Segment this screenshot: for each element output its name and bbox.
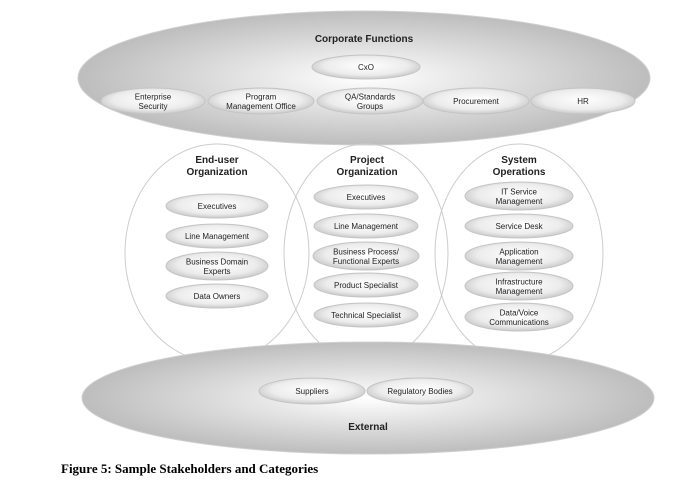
project-pill-4: [313, 272, 419, 298]
system-ops-pill-3: [464, 241, 574, 271]
corporate-functions-title: Corporate Functions: [315, 34, 414, 45]
system-ops-pill-1: [464, 181, 574, 211]
system-ops-title-line-2: Operations: [493, 167, 546, 178]
project-label-3-line-2: Functional Experts: [333, 257, 399, 266]
project-title-line-2: Organization: [336, 167, 397, 178]
corporate-pill-6: [530, 87, 636, 115]
project-pill-1: [313, 184, 419, 210]
system-ops-pill-5: [464, 302, 574, 332]
end-user-pill-4: [165, 283, 269, 309]
corporate-label-5-line-1: Procurement: [453, 97, 500, 106]
corporate-pill-3: [207, 87, 315, 115]
external-label-2-line-1: Regulatory Bodies: [387, 387, 452, 396]
corporate-label-3-line-1: Program: [246, 92, 277, 101]
corporate-label-2-line-2: Security: [139, 102, 168, 111]
end-user-label-1-line-1: Executives: [198, 202, 237, 211]
end-user-label-3-line-1: Business Domain: [186, 257, 248, 266]
project-pill-5: [313, 302, 419, 328]
system-ops-label-3-line-1: Application: [499, 247, 538, 256]
external-title: External: [348, 422, 388, 433]
corporate-label-4-line-1: QA/Standards: [345, 92, 395, 101]
system-ops-label-5-line-1: Data/Voice: [500, 308, 539, 317]
system-ops-pill-2: [464, 213, 574, 239]
corporate-label-6-line-1: HR: [577, 97, 589, 106]
system-ops-label-1-line-2: Management: [496, 197, 543, 206]
end-user-label-2-line-1: Line Management: [185, 232, 250, 241]
end-user-title-line-2: Organization: [186, 167, 247, 178]
system-ops-label-5-line-2: Communications: [489, 318, 549, 327]
corporate-pill-5: [422, 87, 530, 115]
project-pill-2: [313, 213, 419, 239]
external-pill-1: [258, 377, 366, 405]
end-user-title-line-1: End-user: [195, 155, 238, 166]
system-ops-label-4-line-2: Management: [496, 287, 543, 296]
figure-caption: Figure 5: Sample Stakeholders and Catego…: [61, 461, 319, 476]
project-label-1-line-1: Executives: [347, 193, 386, 202]
project-label-3-line-1: Business Process/: [333, 247, 400, 256]
end-user-label-4-line-1: Data Owners: [194, 292, 241, 301]
system-ops-title-line-1: System: [501, 155, 537, 166]
end-user-label-3-line-2: Experts: [203, 267, 230, 276]
system-ops-label-3-line-2: Management: [496, 257, 543, 266]
external-pill-2: [366, 377, 474, 405]
corporate-label-1-line-1: CxO: [358, 63, 374, 72]
project-label-5-line-1: Technical Specialist: [331, 311, 402, 320]
external-ellipse: [81, 341, 655, 455]
system-ops-label-4-line-1: Infrastructure: [495, 277, 543, 286]
end-user-pill-2: [165, 223, 269, 249]
project-title-line-1: Project: [350, 155, 385, 166]
system-ops-label-2-line-1: Service Desk: [495, 222, 543, 231]
system-ops-label-1-line-1: IT Service: [501, 187, 537, 196]
corporate-pill-1: [311, 54, 421, 80]
project-label-2-line-1: Line Management: [334, 222, 399, 231]
end-user-pill-1: [165, 193, 269, 219]
end-user-pill-3: [165, 251, 269, 281]
corporate-label-2-line-1: Enterprise: [135, 92, 172, 101]
corporate-pill-2: [100, 87, 206, 115]
project-pill-3: [312, 241, 420, 271]
corporate-label-4-line-2: Groups: [357, 102, 383, 111]
project-label-4-line-1: Product Specialist: [334, 281, 399, 290]
system-ops-pill-4: [464, 271, 574, 301]
corporate-label-3-line-2: Management Office: [226, 102, 296, 111]
external-label-1-line-1: Suppliers: [295, 387, 328, 396]
